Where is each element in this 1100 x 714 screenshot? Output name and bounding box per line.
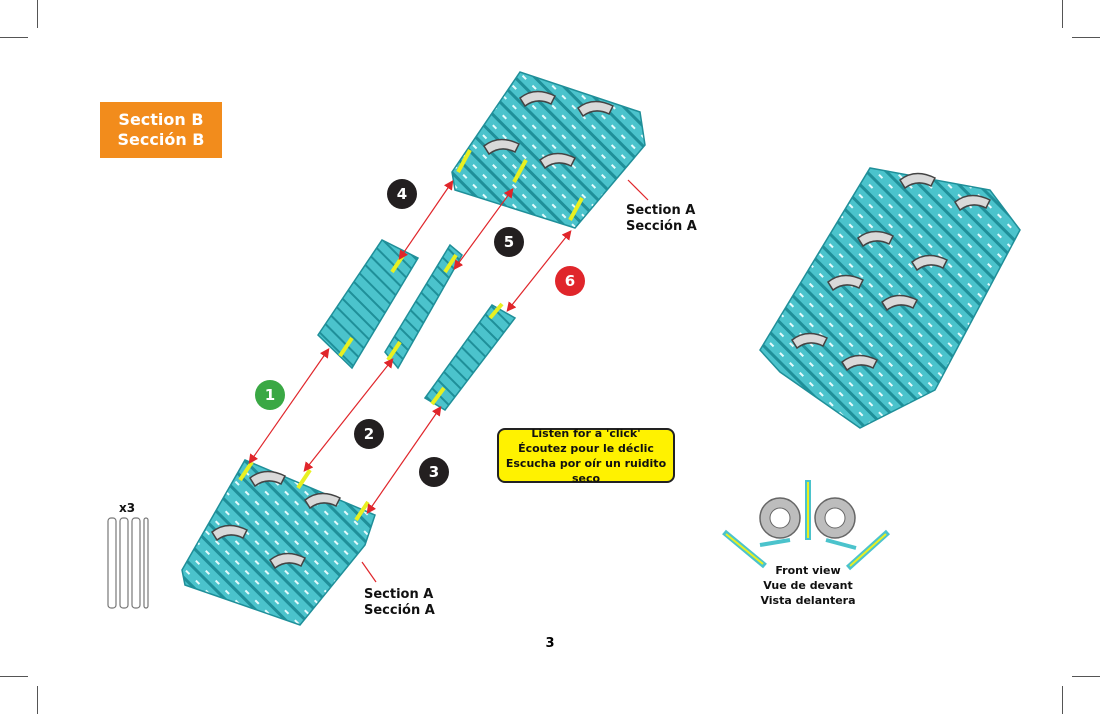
crop-mark [37,0,38,28]
assembled-result [759,167,1021,429]
parts-quantity: x3 [119,501,136,515]
assembly-arrows [248,179,649,583]
middle-part-right [423,302,517,411]
crop-mark [1072,676,1100,677]
click-note-fr: Écoutez pour le déclic [518,441,654,455]
crop-mark [37,686,38,714]
front-view-diagram [722,480,891,571]
section-a-top-label-en: Section A [626,203,696,218]
front-view-label: Front view Vue de devant Vista delantera [748,563,868,608]
section-a-top-label-es: Sección A [626,219,697,234]
section-b-badge: Section B Sección B [100,102,222,158]
crop-mark [0,37,28,38]
front-view-fr: Vue de devant [763,579,853,592]
step-6-marker: 6 [555,266,585,296]
step-3-marker: 3 [419,457,449,487]
front-view-es: Vista delantera [760,594,856,607]
section-b-label-es: Sección B [117,130,205,149]
click-note-es: Escucha por oír un ruidito seco [505,456,667,485]
section-a-bottom-label-es: Sección A [364,603,435,618]
step-4-marker: 4 [387,179,417,209]
section-a-top-part [451,71,646,229]
crop-mark [0,676,28,677]
step-1-marker: 1 [255,380,285,410]
click-note-en: Listen for a 'click' [531,426,641,440]
crop-mark [1062,0,1063,28]
section-a-bottom-label-en: Section A [364,587,434,602]
section-a-bottom-part [181,459,376,626]
section-b-label-en: Section B [118,110,204,129]
crop-mark [1072,37,1100,38]
crop-mark [1062,686,1063,714]
step-5-marker: 5 [494,227,524,257]
part-outline [107,517,149,609]
front-view-en: Front view [775,564,841,577]
click-note: Listen for a 'click' Écoutez pour le déc… [497,426,675,485]
page-number: 3 [545,636,555,651]
section-a-top-label: Section A Sección A [626,203,697,235]
step-2-marker: 2 [354,419,384,449]
section-a-bottom-label: Section A Sección A [364,587,435,619]
